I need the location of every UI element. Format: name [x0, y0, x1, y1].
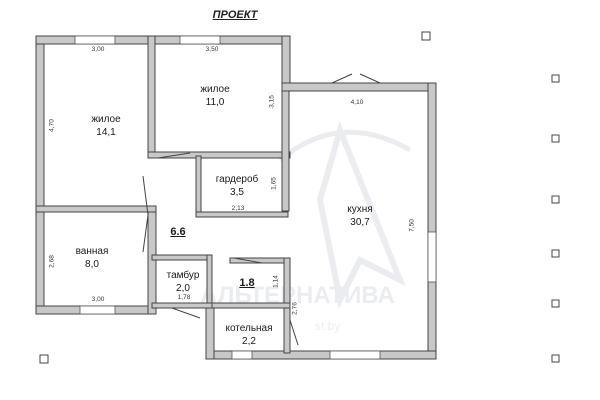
room-area-hall: 6.6 [170, 226, 186, 238]
dim-small-height: 1,14 [272, 275, 280, 288]
room-name-bedroom1: жилое [91, 114, 121, 125]
page-title: ПРОЕКТ [212, 9, 258, 21]
room-area-wardrobe: 3,5 [230, 187, 244, 198]
watermark-site: st.by [315, 319, 340, 333]
walls [35, 35, 437, 360]
watermark-logo: АЛЬТЕРНАТИВА st.by [200, 120, 412, 333]
room-area-small: 1.8 [239, 277, 255, 289]
room-area-vestibule: 2,0 [176, 283, 190, 294]
dim-bedroom2-height: 3,15 [268, 95, 276, 108]
dim-kitchen-height: 7,50 [408, 219, 416, 232]
dim-wardrobe-height: 1,65 [270, 177, 278, 190]
dim-wardrobe-width: 2,13 [231, 205, 245, 212]
room-name-bathroom: ванная [75, 246, 109, 257]
room-area-bedroom1: 14,1 [96, 127, 116, 138]
dim-bathroom-width: 3,00 [91, 296, 105, 303]
dim-boiler-height: 2,76 [291, 302, 299, 315]
dim-bathroom-height: 2,68 [48, 255, 56, 268]
dim-bedroom2-width: 3,50 [205, 46, 219, 53]
room-area-bathroom: 8,0 [85, 259, 99, 270]
door-swings [142, 73, 381, 346]
room-area-bedroom2: 11,0 [205, 97, 225, 108]
room-area-kitchen: 30,7 [350, 217, 370, 228]
room-area-boiler: 2,2 [242, 336, 256, 347]
dim-bedroom1-width: 3,00 [91, 46, 105, 53]
site-markers [39, 31, 560, 364]
room-name-boiler: котельная [225, 323, 273, 334]
dim-vestibule-width: 1,78 [177, 294, 191, 301]
dim-kitchen-width: 4,10 [350, 99, 364, 106]
windows [74, 35, 437, 360]
dim-bedroom1-height: 4,70 [48, 119, 56, 132]
room-name-wardrobe: гардероб [215, 174, 259, 185]
room-name-vestibule: тамбур [166, 270, 200, 281]
room-name-kitchen: кухня [347, 204, 373, 215]
room-name-bedroom2: жилое [200, 84, 230, 95]
